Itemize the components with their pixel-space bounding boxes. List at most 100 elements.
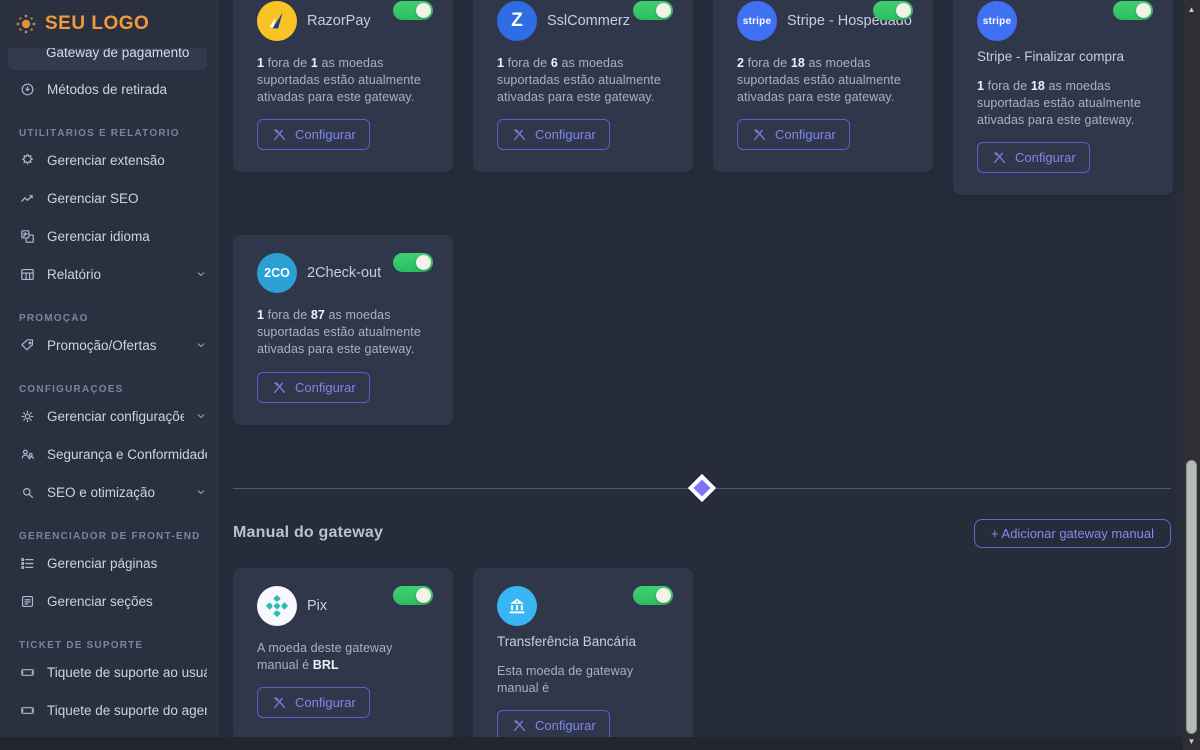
nav-section-support-ticket: Ticket de suporte xyxy=(19,640,144,651)
gear-icon xyxy=(21,410,34,422)
add-manual-gateway-button[interactable]: + Adicionar gateway manual xyxy=(974,518,1171,548)
gateway-card-2checkout: 2CO 2Check-out 1 fora de 87 as moedas su… xyxy=(233,235,453,425)
configure-button[interactable]: Configurar xyxy=(497,119,610,151)
nav-section-promotion: Promoção xyxy=(19,313,89,324)
gateway-description: 1 fora de 87 as moedas suportadas estão … xyxy=(257,308,421,356)
gateway-description: 2 fora de 18 as moedas suportadas estão … xyxy=(737,56,901,104)
online-gateways-row-2: 2CO 2Check-out 1 fora de 87 as moedas su… xyxy=(233,235,1171,425)
tools-icon xyxy=(273,382,286,393)
gateway-name: RazorPay xyxy=(307,13,371,29)
configure-button[interactable]: Configurar xyxy=(257,687,370,719)
configure-button[interactable]: Configurar xyxy=(737,119,850,151)
razorpay-enabled-toggle[interactable] xyxy=(393,1,433,20)
tools-icon xyxy=(993,153,1006,164)
seo-chart-icon xyxy=(21,194,33,202)
sidebar-item-agent-support-ticket[interactable]: Tiquete de suporte do agente xyxy=(0,691,217,729)
sidebar-item-manage-settings[interactable]: Gerenciar configurações xyxy=(0,397,217,435)
sslcommerz-logo-icon: Z xyxy=(497,1,537,41)
gateway-card-stripe-hosted: stripe Stripe - Hospedado 2 fora de 18 a… xyxy=(713,0,933,173)
gateway-description: A moeda deste gateway manual é BRL xyxy=(257,640,393,672)
sidebar-item-report[interactable]: Relatório xyxy=(0,255,217,293)
sslcommerz-enabled-toggle[interactable] xyxy=(633,1,673,20)
gateway-card-razorpay: RazorPay 1 fora de 1 as moedas suportada… xyxy=(233,0,453,173)
sidebar: SEU LOGO Gateway de pagamento Métodos de… xyxy=(0,0,218,750)
gateway-card-bank-transfer: Transferência Bancária Esta moeda de gat… xyxy=(473,567,693,750)
sidebar-item-security-compliance[interactable]: Segurança e Conformidade xyxy=(0,435,217,473)
bottom-edge xyxy=(0,737,1183,750)
sidebar-item-manage-language[interactable]: Gerenciar idioma xyxy=(0,217,217,255)
online-gateways-row-1: RazorPay 1 fora de 1 as moedas suportada… xyxy=(233,0,1173,196)
configure-button[interactable]: Configurar xyxy=(257,119,370,151)
section-divider xyxy=(233,473,1171,503)
pix-logo-icon xyxy=(257,585,297,626)
diamond-ornament-icon xyxy=(687,473,717,502)
gateway-description: 1 fora de 6 as moedas suportadas estão a… xyxy=(497,56,661,104)
sidebar-item-withdraw-methods[interactable]: Métodos de retirada xyxy=(0,70,217,108)
manual-gateway-heading: Manual do gateway xyxy=(233,524,384,542)
list-icon xyxy=(21,557,34,569)
sidebar-item-promotions-offers[interactable]: Promoção/Ofertas xyxy=(0,326,217,364)
search-icon xyxy=(23,487,34,498)
logo-text: SEU LOGO xyxy=(45,13,150,34)
chevron-down-icon xyxy=(197,490,205,495)
tools-icon xyxy=(273,130,286,141)
configure-button[interactable]: Configurar xyxy=(257,371,370,403)
gateway-name: Transferência Bancária xyxy=(497,633,637,649)
pix-enabled-toggle[interactable] xyxy=(393,585,433,605)
sections-icon xyxy=(21,595,34,607)
sidebar-header: SEU LOGO xyxy=(0,0,217,48)
sidebar-item-seo-optimization[interactable]: SEO e otimização xyxy=(0,473,217,511)
stripe-logo-icon: stripe xyxy=(977,1,1017,41)
gateway-description: 1 fora de 18 as moedas suportadas estão … xyxy=(977,79,1141,127)
gateway-card-sslcommerz: Z SslCommerz 1 fora de 6 as moedas supor… xyxy=(473,0,693,173)
gateway-name: 2Check-out xyxy=(307,265,382,282)
stripe-logo-icon: stripe xyxy=(737,1,777,41)
security-users-icon xyxy=(21,449,34,459)
withdraw-methods-icon xyxy=(21,83,34,95)
gateway-description: Esta moeda de gateway manual é xyxy=(497,663,634,695)
sidebar-item-manage-pages[interactable]: Gerenciar páginas xyxy=(0,544,217,582)
nav-section-frontend: Gerenciador de front-end xyxy=(19,531,201,542)
language-icon xyxy=(21,229,34,243)
gateway-name: SslCommerz xyxy=(547,13,630,29)
chevron-down-icon xyxy=(197,343,205,348)
tools-icon xyxy=(753,130,766,141)
gateway-description: 1 fora de 1 as moedas suportadas estão a… xyxy=(257,56,421,104)
manual-gateways-row: Pix A moeda deste gateway manual é BRL C… xyxy=(233,567,1171,750)
scrollbar-down-arrow[interactable]: ▼ xyxy=(1187,736,1196,746)
sidebar-item-user-support-ticket[interactable]: Tiquete de suporte ao usuário xyxy=(0,653,217,691)
configure-button[interactable]: Configurar xyxy=(977,142,1090,174)
scrollbar-thumb[interactable] xyxy=(1186,460,1197,734)
stripe-checkout-enabled-toggle[interactable] xyxy=(1113,1,1153,20)
sidebar-nav: Gateway de pagamento Métodos de retirada… xyxy=(0,34,217,729)
main-panel: RazorPay 1 fora de 1 as moedas suportada… xyxy=(218,0,1183,750)
razorpay-logo-icon xyxy=(257,1,297,41)
report-table-icon xyxy=(21,268,34,280)
scrollbar: ▲ ▼ xyxy=(1183,0,1200,750)
ticket-icon xyxy=(21,706,34,714)
2checkout-enabled-toggle[interactable] xyxy=(393,253,433,273)
gateway-name: Pix xyxy=(307,597,328,614)
scrollbar-up-arrow[interactable]: ▲ xyxy=(1187,4,1196,14)
tag-icon xyxy=(21,338,34,350)
gateway-card-stripe-checkout: stripe Stripe - Finalizar compra 1 fora … xyxy=(953,0,1173,196)
2checkout-logo-icon: 2CO xyxy=(257,253,297,294)
bank-logo-icon xyxy=(497,585,537,626)
stripe-hosted-enabled-toggle[interactable] xyxy=(873,1,913,20)
logo-sun-icon xyxy=(16,14,36,34)
nav-section-utilities: Utilitários e relatório xyxy=(19,128,180,139)
bank-transfer-enabled-toggle[interactable] xyxy=(633,585,673,605)
extension-icon xyxy=(22,153,33,164)
gateway-card-pix: Pix A moeda deste gateway manual é BRL C… xyxy=(233,567,453,741)
sidebar-item-manage-extension[interactable]: Gerenciar extensão xyxy=(0,141,217,179)
tools-icon xyxy=(273,698,286,709)
chevron-down-icon xyxy=(197,272,205,277)
nav-section-settings: Configurações xyxy=(19,384,124,395)
tools-icon xyxy=(513,130,526,141)
sidebar-item-manage-sections[interactable]: Gerenciar seções xyxy=(0,582,217,620)
ticket-icon xyxy=(21,668,34,676)
chevron-down-icon xyxy=(197,414,205,419)
sidebar-item-manage-seo[interactable]: Gerenciar SEO xyxy=(0,179,217,217)
gateway-name: Stripe - Finalizar compra xyxy=(977,49,1125,64)
tools-icon xyxy=(513,721,526,732)
